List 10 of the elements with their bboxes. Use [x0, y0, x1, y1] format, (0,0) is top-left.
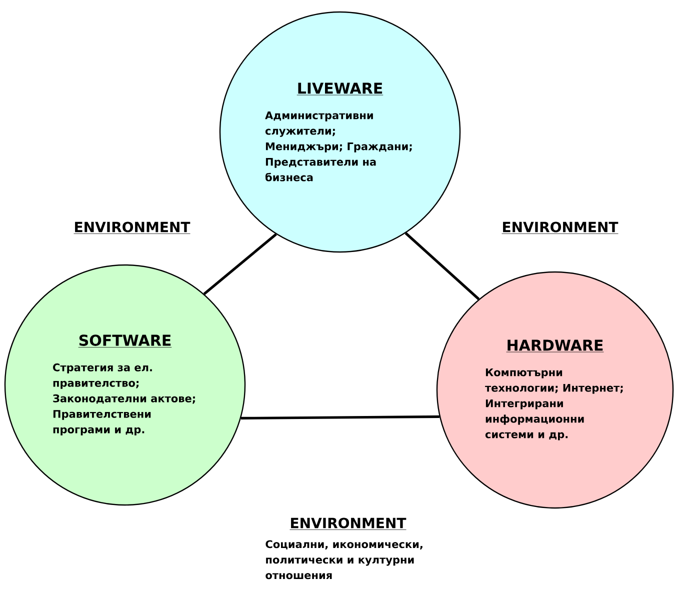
circle-node: HARDWARE Компютърни технологии; Интернет; Интегрирани информационни системи и др.: [436, 271, 674, 509]
connector-line: [240, 415, 440, 420]
note-text: Социални, икономически, политически и културни отношения: [266, 540, 422, 580]
circle-node: LIVEWARE Административни служители; Мениджъри; Граждани; Представители на бизнеса: [219, 11, 461, 253]
environment-heading: ENVIRONMENT: [290, 518, 406, 530]
environment-heading: ENVIRONMENT: [502, 222, 618, 234]
circle-node: SOFTWARE Стратегия за ел. правителство; Законодателни актове; Правителствени програми и др.: [4, 264, 246, 506]
connector-line: [404, 232, 480, 300]
connector-line: [203, 233, 277, 295]
environment-heading: ENVIRONMENT: [74, 222, 190, 234]
